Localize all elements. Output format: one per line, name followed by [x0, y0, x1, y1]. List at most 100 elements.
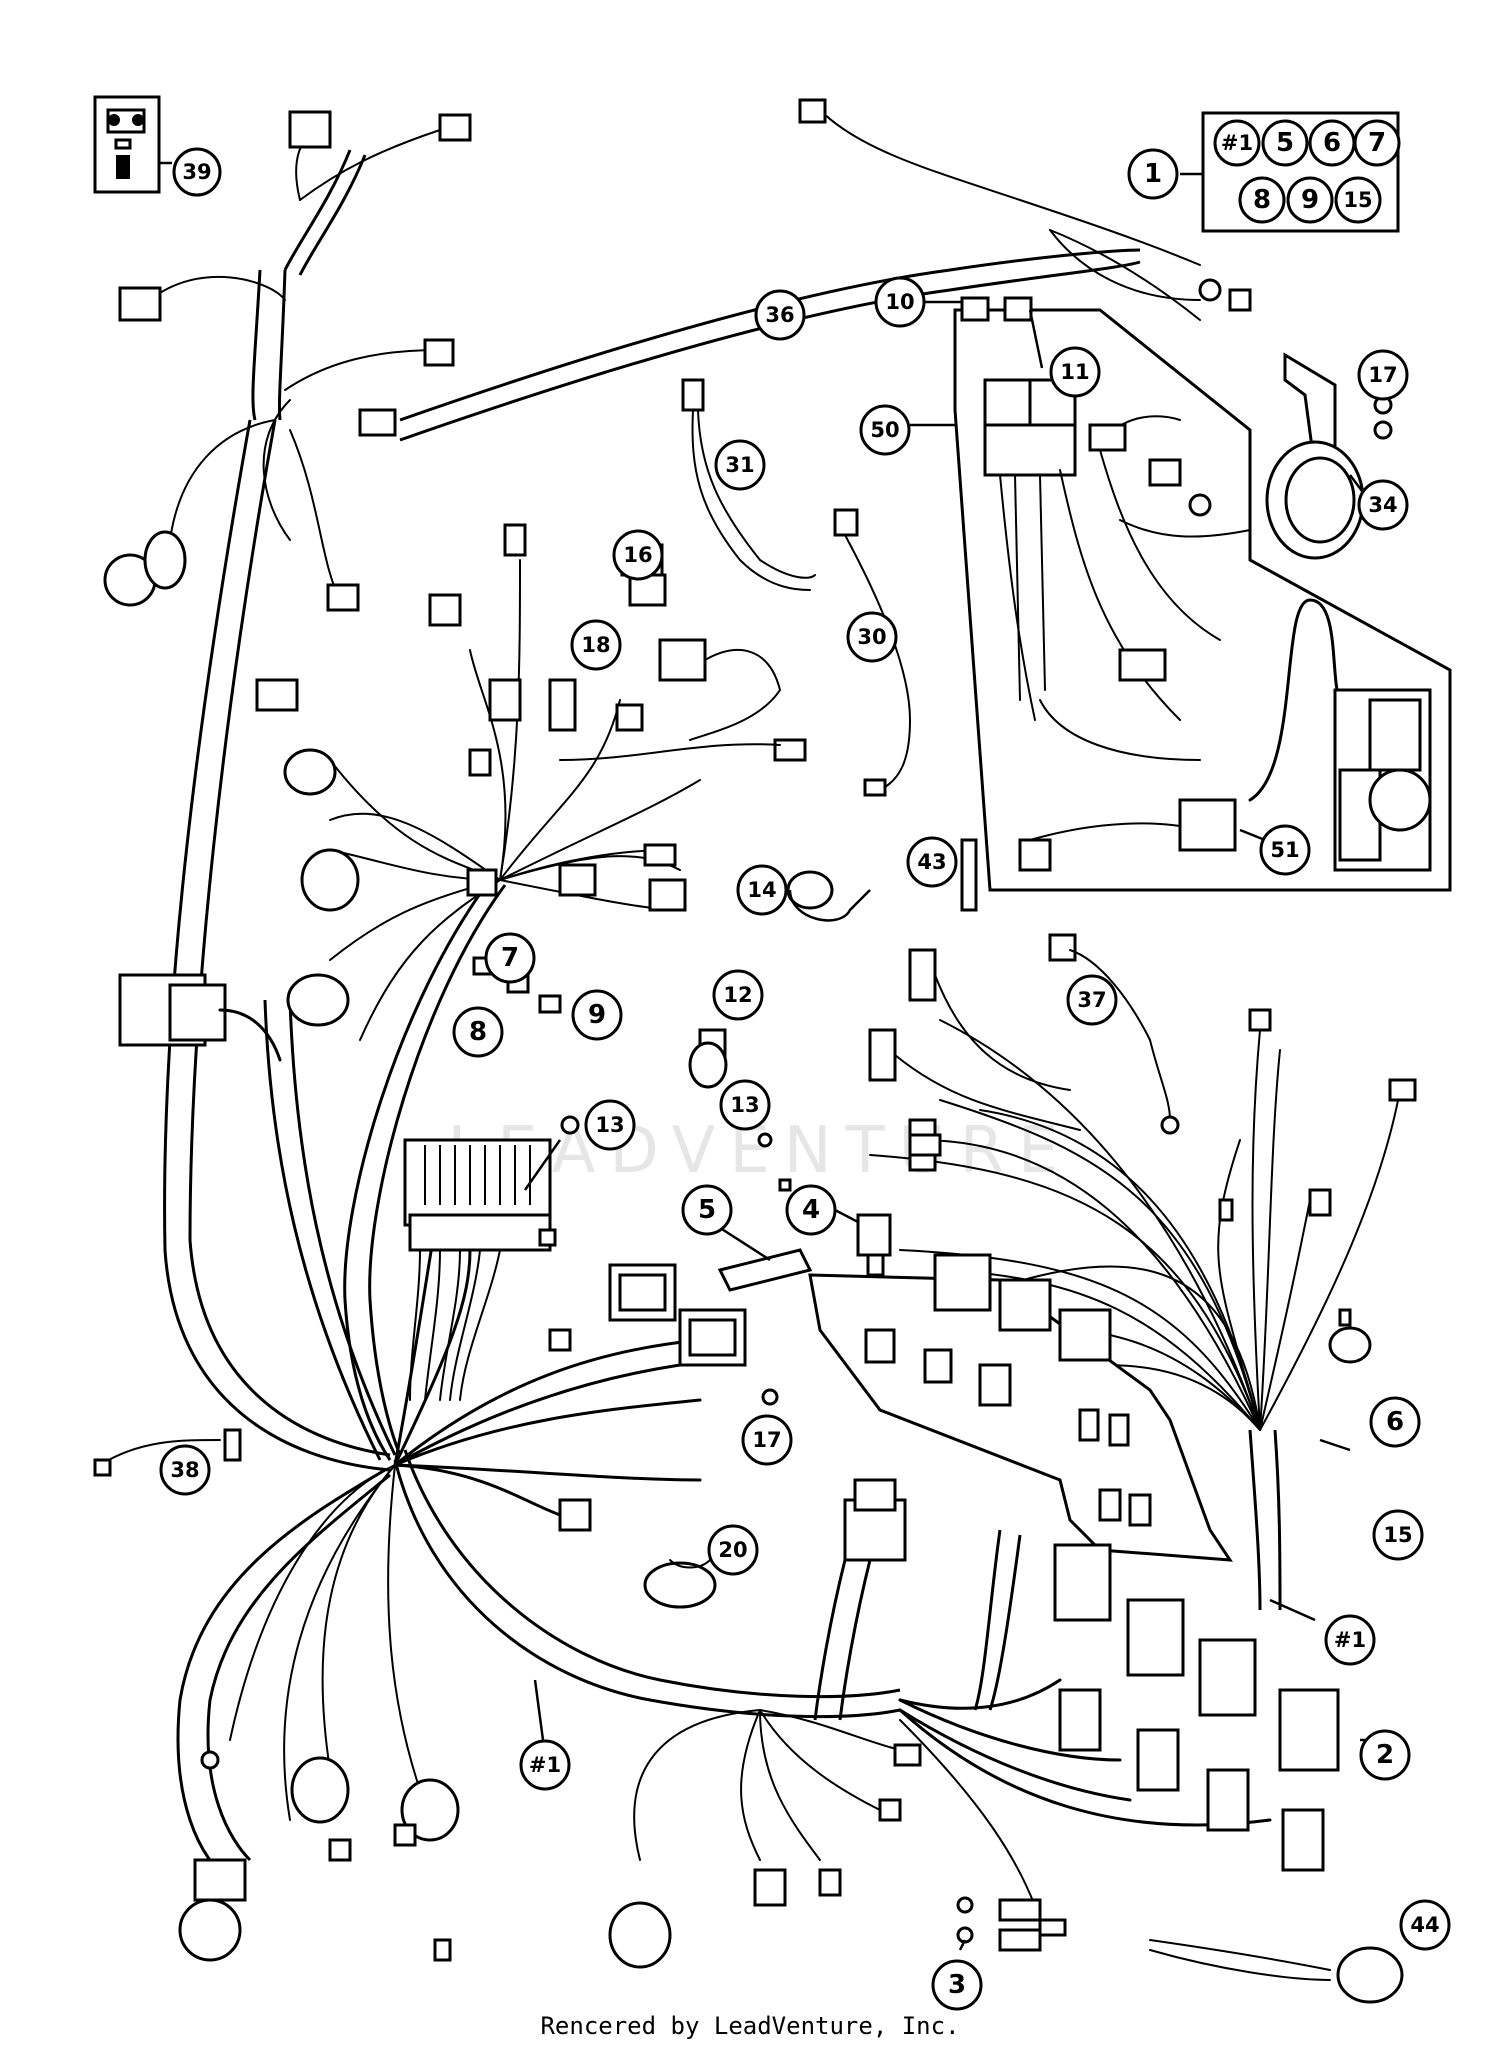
callout-circle: [159, 1444, 211, 1496]
callout-circle: [1357, 349, 1409, 401]
callout-circle: [612, 529, 664, 581]
callout-label: 15: [1343, 188, 1372, 212]
callout-label: 38: [170, 1458, 199, 1482]
callout-label: #1: [1334, 1628, 1366, 1652]
callout-16: 16: [612, 529, 664, 581]
callout-kit-7: 7: [1353, 119, 1401, 167]
callout-kit-h1: #1: [1213, 119, 1261, 167]
callout-10: 10: [874, 276, 926, 328]
callout-circle: [1372, 1509, 1424, 1561]
callout-18: 18: [570, 619, 622, 671]
callout-label: 17: [1368, 363, 1397, 387]
callout-circle: [1286, 176, 1334, 224]
callout-circle: [1359, 1729, 1411, 1781]
callout-51: 51: [1259, 824, 1311, 876]
callout-5: 5: [681, 1184, 733, 1236]
callout-circle: [741, 1414, 793, 1466]
callout-circle: [1353, 119, 1401, 167]
callout-circle: [754, 289, 806, 341]
callout-label: 3: [948, 1970, 966, 2000]
callout-circle: [484, 932, 536, 984]
callout-circle: [785, 1184, 837, 1236]
callout-2: 2: [1359, 1729, 1411, 1781]
callout-6: 6: [1369, 1396, 1421, 1448]
callout-44: 44: [1399, 1899, 1451, 1951]
callout-label: 16: [623, 543, 652, 567]
callout-kit-15: 15: [1334, 176, 1382, 224]
callout-circle: [584, 1099, 636, 1151]
callout-circle: [1049, 346, 1101, 398]
callout-label: 51: [1270, 838, 1299, 862]
callout-circle: [846, 611, 898, 663]
lower-wire-branches: [633, 1678, 1331, 1981]
callout-20: 20: [707, 1524, 759, 1576]
callout-30: 30: [846, 611, 898, 663]
callout-circle: [1399, 1899, 1451, 1951]
callout-circle: [1334, 176, 1382, 224]
multi-pin-connectors: [608, 1263, 747, 1367]
credit-line: Rencered by LeadVenture, Inc.: [540, 2012, 960, 2040]
callout-label: 5: [1276, 128, 1294, 158]
callout-circle: [1238, 176, 1286, 224]
callout-label: 36: [765, 303, 794, 327]
callout-circle: [570, 619, 622, 671]
callout-38: 38: [159, 1444, 211, 1496]
callout-circle: [931, 1959, 983, 2011]
callout-label: 37: [1077, 988, 1106, 1012]
callout-label: 12: [723, 983, 752, 1007]
callout-circle: [452, 1006, 504, 1058]
callout-label: 18: [581, 633, 610, 657]
part-4-relay: [856, 1213, 892, 1277]
callout-label: 4: [802, 1195, 820, 1225]
callout-circle: [1357, 479, 1409, 531]
callout-label: 7: [1368, 128, 1386, 158]
callout-39: 39: [172, 147, 222, 197]
misc-parts: [93, 748, 1417, 2004]
callout-circle: [906, 836, 958, 888]
callout-label: 20: [718, 1538, 747, 1562]
callout-circle: [1259, 824, 1311, 876]
callout-circle: [1127, 148, 1179, 200]
callout-12: 12: [712, 969, 764, 1021]
callouts: 39 1 #1 5 6 7 8 9 15 36 10 11 50 17 34 3…: [159, 119, 1451, 2011]
callout-34: 34: [1357, 479, 1409, 531]
callout-label: 14: [747, 878, 776, 902]
callout-circle: [874, 276, 926, 328]
callout-11: 11: [1049, 346, 1101, 398]
part-34-horn: [1265, 352, 1393, 560]
callout-50: 50: [859, 404, 911, 456]
callout-label: 11: [1060, 360, 1089, 384]
callout-label: 6: [1386, 1407, 1404, 1437]
callout-label: 34: [1368, 493, 1397, 517]
callout-13b: 13: [584, 1099, 636, 1151]
center-top-connectors: [488, 523, 807, 762]
callout-label: 9: [588, 1000, 606, 1030]
callout-label: 15: [1383, 1523, 1412, 1547]
callout-label: 1: [1144, 159, 1162, 189]
callout-circle: [1261, 119, 1309, 167]
callout-31: 31: [714, 439, 766, 491]
callout-1: 1: [1127, 148, 1179, 200]
part-2-relays: [1053, 1543, 1340, 1772]
callout-circle: [519, 1739, 571, 1791]
callout-circle: [712, 969, 764, 1021]
callout-37: 37: [1066, 974, 1118, 1026]
callout-17b: 17: [741, 1414, 793, 1466]
callout-circle: [172, 147, 222, 197]
part-18-connector: [615, 703, 644, 732]
callout-label: 8: [469, 1017, 487, 1047]
callout-15: 15: [1372, 1509, 1424, 1561]
right-wire-bundle: [869, 1019, 1401, 1431]
callout-label: 50: [870, 418, 899, 442]
callout-36: 36: [754, 289, 806, 341]
callout-circle: [1324, 1614, 1376, 1666]
callout-circle: [736, 864, 788, 916]
callout-kit-5: 5: [1261, 119, 1309, 167]
callout-9: 9: [571, 989, 623, 1041]
callout-circle: [714, 439, 766, 491]
callout-17a: 17: [1357, 349, 1409, 401]
part-31-lead: [681, 378, 816, 591]
main-harness: [163, 149, 1282, 1882]
callout-label: #1: [1221, 131, 1253, 155]
callout-harness-h1-right: #1: [1324, 1614, 1376, 1666]
